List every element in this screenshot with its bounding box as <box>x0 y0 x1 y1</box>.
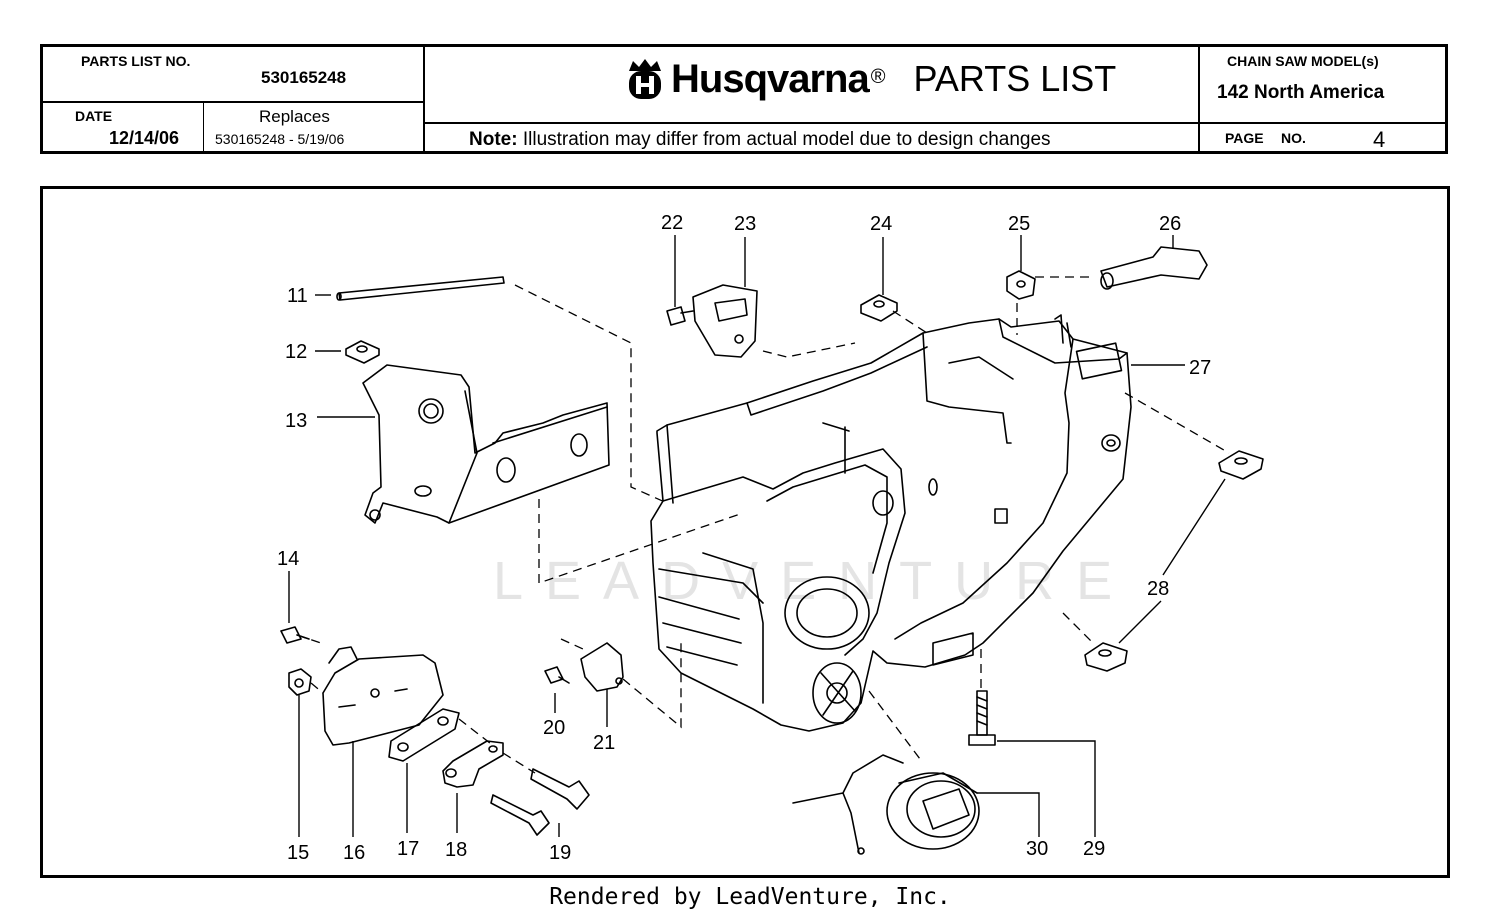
date-label: DATE <box>75 108 113 124</box>
divider <box>203 102 204 152</box>
callout-20: 20 <box>543 717 565 739</box>
husqvarna-logo: Husqvarna ® PARTS LIST <box>625 57 1116 101</box>
callout-27: 27 <box>1189 357 1211 379</box>
part-11-bar <box>336 276 505 301</box>
callout-18: 18 <box>445 839 467 861</box>
part-28-nut <box>1084 450 1264 672</box>
part-23-chain-guide <box>692 284 758 358</box>
callout-24: 24 <box>870 213 892 235</box>
exploded-parts-diagram: LEADVENTURE <box>40 186 1450 878</box>
page-number: 4 <box>1373 127 1386 152</box>
svg-text:LEADVENTURE: LEADVENTURE <box>493 551 1134 611</box>
leadventure-watermark: LEADVENTURE <box>493 551 1134 611</box>
model-value: 142 North America <box>1217 82 1385 103</box>
part-crankcase-housing <box>650 314 1132 732</box>
parts-list-no-label: PARTS LIST NO. <box>81 53 191 69</box>
page-no-label: NO. <box>1281 130 1306 146</box>
part-12-nut <box>345 340 380 364</box>
part-14-screw <box>280 626 310 644</box>
part-29-bolt <box>968 690 996 746</box>
callout-15: 15 <box>287 842 309 864</box>
callout-16: 16 <box>343 842 365 864</box>
part-18-chain-tensioner <box>442 740 504 788</box>
assembly-lines <box>296 276 1230 774</box>
part-20-screw <box>544 666 570 684</box>
replaces-label: Replaces <box>259 107 330 126</box>
part-17-plate <box>388 708 460 762</box>
callout-26: 26 <box>1159 213 1181 235</box>
part-26-lever <box>1100 246 1208 290</box>
date-value: 12/14/06 <box>109 128 180 148</box>
note-label: Note: <box>469 129 518 150</box>
part-30-fuel-cap <box>792 754 980 855</box>
callout-11: 11 <box>287 285 308 307</box>
part-24-nut <box>860 294 898 322</box>
parts-list-no: 530165248 <box>261 68 347 87</box>
rendered-by-footer: Rendered by LeadVenture, Inc. <box>549 884 951 910</box>
divider <box>423 47 425 151</box>
part-13-plate <box>362 364 610 524</box>
part-21-guard <box>580 642 624 692</box>
callout-13: 13 <box>285 410 307 432</box>
callout-30: 30 <box>1026 838 1048 860</box>
part-16-sprocket-cover <box>322 646 444 746</box>
callout-17: 17 <box>397 838 419 860</box>
callout-23: 23 <box>734 213 756 235</box>
callout-14: 14 <box>277 548 299 570</box>
parts-list-header: PARTS LIST NO. 530165248 DATE 12/14/06 R… <box>40 44 1448 154</box>
leader-lines <box>288 235 1226 837</box>
part-15-nut <box>288 668 312 696</box>
callout-numbers: 11 12 13 14 15 16 17 18 19 20 21 22 23 2… <box>277 212 1211 864</box>
callout-19: 19 <box>549 842 571 864</box>
callout-25: 25 <box>1008 213 1030 235</box>
divider <box>423 122 1445 124</box>
divider <box>1198 47 1200 151</box>
model-label: CHAIN SAW MODEL(s) <box>1227 53 1379 69</box>
callout-28: 28 <box>1147 578 1169 600</box>
note-text: Illustration may differ from actual mode… <box>522 129 1051 150</box>
part-25-nut <box>1006 270 1036 300</box>
registered-mark: ® <box>870 65 886 88</box>
page-label: PAGE <box>1225 130 1264 146</box>
husqvarna-crown-icon <box>629 59 661 99</box>
part-22-screw <box>666 306 694 326</box>
callout-12: 12 <box>285 341 307 363</box>
divider <box>43 101 423 103</box>
callout-21: 21 <box>593 732 615 754</box>
callout-22: 22 <box>661 212 683 234</box>
part-19-adjusting-screw <box>490 768 590 836</box>
parts-illustration: LEADVENTURE <box>277 212 1264 864</box>
callout-29: 29 <box>1083 838 1105 860</box>
page-title: PARTS LIST <box>913 58 1117 99</box>
brand-name: Husqvarna <box>671 57 870 101</box>
illustration-note: Note: Illustration may differ from actua… <box>469 129 1051 151</box>
replaces-value: 530165248 - 5/19/06 <box>215 131 345 147</box>
